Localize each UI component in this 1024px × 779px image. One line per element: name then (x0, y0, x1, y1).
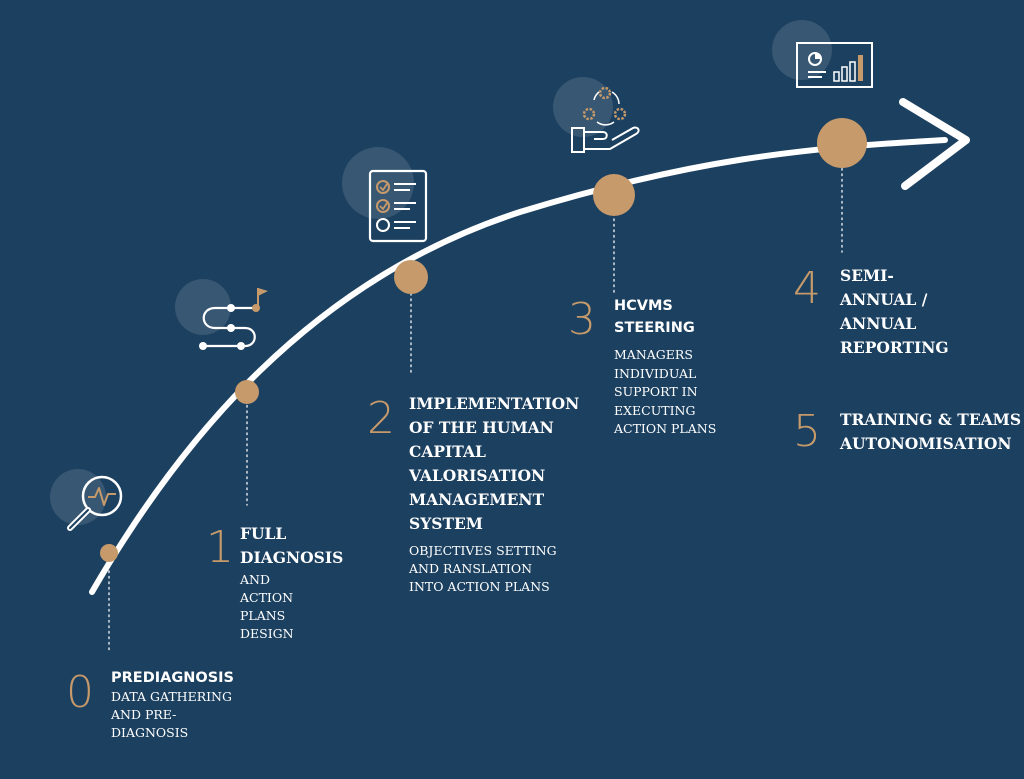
step-1-title: FULL DIAGNOSIS (240, 524, 344, 567)
step-5-number: 5 (793, 406, 821, 457)
step-3-number: 3 (568, 294, 596, 345)
step-3-title: HCVMS STEERING (614, 298, 695, 336)
step-2-title: IMPLEMENTATION OF THE HUMAN CAPITAL VALO… (409, 394, 580, 533)
dotted-connectors (108, 162, 843, 651)
step-0-number: 0 (66, 667, 94, 718)
dashboard-chart-icon (772, 20, 873, 88)
step-4-number: 4 (793, 263, 821, 314)
timeline-arc (89, 137, 948, 595)
milestone-1 (235, 380, 259, 404)
step-1-number: 1 (206, 522, 234, 573)
arrow-head (899, 98, 970, 190)
step-0-description: DATA GATHERING AND PRE- DIAGNOSIS (111, 689, 232, 740)
step-2-description: OBJECTIVES SETTING AND RANSLATION INTO A… (409, 543, 557, 594)
checklist-icon (342, 147, 428, 243)
step-3-description: MANAGERS INDIVIDUAL SUPPORT IN EXECUTING… (614, 347, 717, 436)
route-flag-icon (175, 279, 268, 350)
milestone-3 (593, 174, 635, 216)
hand-gears-icon (553, 77, 640, 153)
step-0-title: PREDIAGNOSIS (111, 670, 234, 686)
milestone-2 (394, 260, 428, 294)
step-1-description: AND ACTION PLANS DESIGN (240, 572, 294, 641)
milestone-4 (817, 118, 867, 168)
step-2-number: 2 (367, 393, 395, 444)
milestone-0 (100, 544, 118, 562)
magnifier-pulse-icon (50, 469, 123, 531)
step-5-title: TRAINING & TEAMS AUTONOMISATION (840, 410, 1022, 453)
milestones (100, 118, 867, 562)
step-4-title: SEMI- ANNUAL / ANNUAL REPORTING (840, 266, 949, 357)
